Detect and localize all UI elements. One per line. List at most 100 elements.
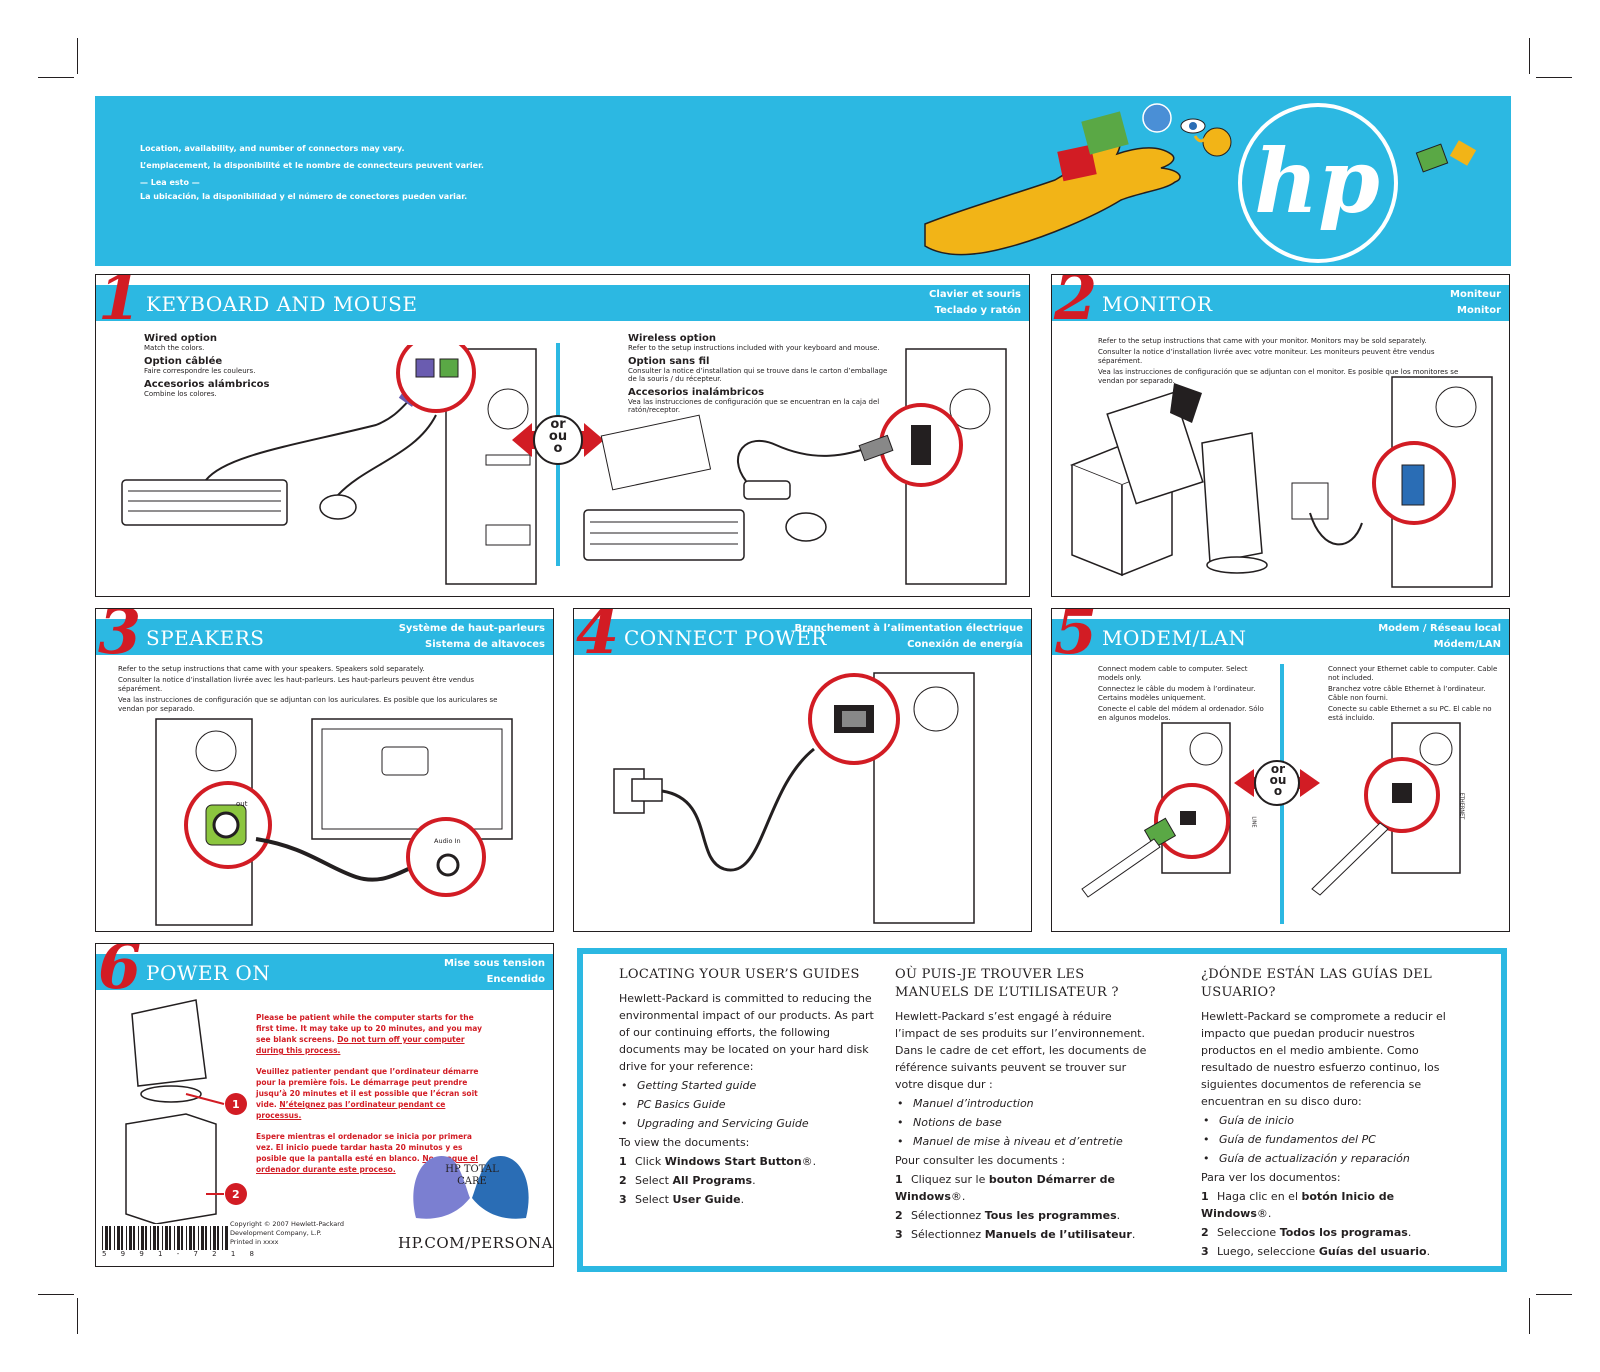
or-label: or ou o <box>1263 762 1293 797</box>
barcode-bar <box>177 1226 180 1250</box>
copyright-line: Printed in xxxx <box>230 1238 279 1246</box>
crop-mark <box>1536 1294 1572 1295</box>
header-banner: Location, availability, and number of co… <box>95 96 1511 266</box>
guide-list: Guía de inicio Guía de fundamentos del P… <box>1201 1112 1459 1167</box>
header-notes: Location, availability, and number of co… <box>140 142 660 207</box>
step-num: 3 <box>895 1228 903 1241</box>
barcode-bar <box>174 1226 175 1250</box>
step-bold: Windows Start Button <box>664 1155 802 1168</box>
step-header: Moniteur Monitor Monitor <box>1052 285 1509 321</box>
barcode-bar <box>225 1226 228 1250</box>
or-label: or ou o <box>542 417 574 455</box>
step-num: 3 <box>619 1193 627 1206</box>
barcode-number: 5 9 9 1 - 7 2 1 8 <box>102 1250 260 1258</box>
barcode-bar <box>210 1226 211 1250</box>
lan-instructions: Connect your Ethernet cable to computer.… <box>1328 665 1498 723</box>
subtitle-es: Sistema de altavoces <box>425 639 545 650</box>
or-word: ou <box>1269 773 1287 787</box>
barcode-bar <box>138 1226 139 1250</box>
step-subtitle: Système de haut-parleurs Sistema de alta… <box>399 621 545 653</box>
step-title: Speakers <box>146 626 265 650</box>
subtitle-es: Módem/LAN <box>1433 639 1501 650</box>
step-num: 1 <box>619 1155 627 1168</box>
total-care-line: HP TOTAL <box>445 1164 499 1175</box>
guide-view-label: Pour consulter les documents : <box>895 1154 1066 1167</box>
crop-mark <box>1536 77 1572 78</box>
step-keyboard-mouse: Clavier et souris Teclado y ratón Keyboa… <box>95 274 1030 597</box>
step-text: Sélectionnez <box>911 1209 985 1222</box>
option-desc: Vea las instrucciones de configuración q… <box>628 398 880 414</box>
guide-item: Guía de inicio <box>1201 1112 1459 1129</box>
subtitle-fr: Mise sous tension <box>443 958 545 969</box>
subtitle-fr: Moniteur <box>1450 289 1501 300</box>
instruction-en: Connect modem cable to computer. Select … <box>1098 665 1248 682</box>
barcode-bar <box>121 1226 123 1250</box>
barcode-bar <box>189 1226 192 1250</box>
barcode-bar <box>205 1226 207 1250</box>
notice-en: Please be patient while the computer sta… <box>256 1012 491 1056</box>
barcode-bar <box>102 1226 103 1250</box>
out-label: out <box>236 800 248 808</box>
guide-item: PC Basics Guide <box>619 1096 877 1113</box>
step-number: 5 <box>1054 608 1098 668</box>
barcode-bar <box>105 1226 108 1250</box>
guide-item: Manuel d’introduction <box>895 1095 1153 1112</box>
total-care-line: CARE <box>457 1176 487 1187</box>
hp-url: HP.COM/PERSONAL <box>398 1234 554 1252</box>
barcode-bar <box>198 1226 199 1250</box>
step-bold: Todos los programas <box>1279 1226 1408 1239</box>
step-bold: Guías del usuario <box>1318 1245 1427 1258</box>
wired-options: Wired option Match the colors. Option câ… <box>144 333 344 402</box>
option-title: Accesorios inalámbricos <box>628 387 765 398</box>
step-num: 2 <box>1201 1226 1209 1239</box>
step-num: 2 <box>619 1174 627 1187</box>
wired-keyboard-illustration <box>121 345 537 585</box>
barcode-bar <box>141 1226 144 1250</box>
guide-item: Notions de base <box>895 1114 1153 1131</box>
instruction-en: Refer to the setup instructions that cam… <box>118 665 425 673</box>
hp-logo: hp <box>1238 103 1398 263</box>
instruction-en: Connect your Ethernet cable to computer.… <box>1328 665 1498 682</box>
barcode-bar <box>222 1226 223 1250</box>
step-bold: Tous les programmes <box>984 1209 1117 1222</box>
notice-warning: N’éteignez pas l’ordinateur pendant ce p… <box>256 1100 446 1120</box>
or-word: or <box>550 417 566 432</box>
or-word: ou <box>548 429 568 444</box>
barcode-bar <box>153 1226 156 1250</box>
guide-item: Guía de fundamentos del PC <box>1201 1131 1459 1148</box>
audio-in-label: Audio In <box>434 837 461 845</box>
hand-illustration <box>924 103 1232 256</box>
guide-intro: Hewlett-Packard is committed to reducing… <box>619 992 874 1073</box>
or-word: or <box>1270 762 1286 776</box>
barcode-bar <box>150 1226 151 1250</box>
instruction-es: Conecte su cable Ethernet a su PC. El ca… <box>1328 705 1492 722</box>
option-desc: Refer to the setup instructions included… <box>628 344 880 352</box>
instruction-fr: Branchez votre câble Ethernet à l’ordina… <box>1328 685 1486 702</box>
step-subtitle: Branchement à l’alimentation électrique … <box>794 621 1023 653</box>
step-modem-lan: Modem / Réseau local Módem/LAN Modem/LAN… <box>1051 608 1510 932</box>
step-number: 1 <box>98 274 142 334</box>
step-title: Keyboard and Mouse <box>146 292 418 316</box>
subtitle-es: Teclado y ratón <box>934 305 1021 316</box>
barcode <box>102 1226 228 1250</box>
instruction-es: Vea las instrucciones de configuración q… <box>1098 368 1459 385</box>
subtitle-es: Encendido <box>486 974 545 985</box>
instruction-es: Vea las instrucciones de configuración q… <box>118 696 498 713</box>
barcode-bar <box>129 1226 132 1250</box>
guide-list: Getting Started guide PC Basics Guide Up… <box>619 1077 877 1132</box>
wireless-options: Wireless option Refer to the setup instr… <box>628 333 893 418</box>
step-subtitle: Moniteur Monitor <box>1450 287 1501 319</box>
guide-item: Guía de actualización y reparación <box>1201 1150 1459 1167</box>
step-num: 3 <box>1201 1245 1209 1258</box>
step-subtitle: Clavier et souris Teclado y ratón <box>929 287 1021 319</box>
step-num: 1 <box>1201 1190 1209 1203</box>
barcode-bar <box>165 1226 168 1250</box>
guide-column-es: ¿Dónde están las guías del usuario? Hewl… <box>1201 966 1459 1262</box>
step-number: 4 <box>576 608 620 668</box>
step-title: Monitor <box>1102 292 1213 316</box>
power-illustration <box>613 672 975 924</box>
instruction-fr: Connectez le câble du modem à l’ordinate… <box>1098 685 1256 702</box>
